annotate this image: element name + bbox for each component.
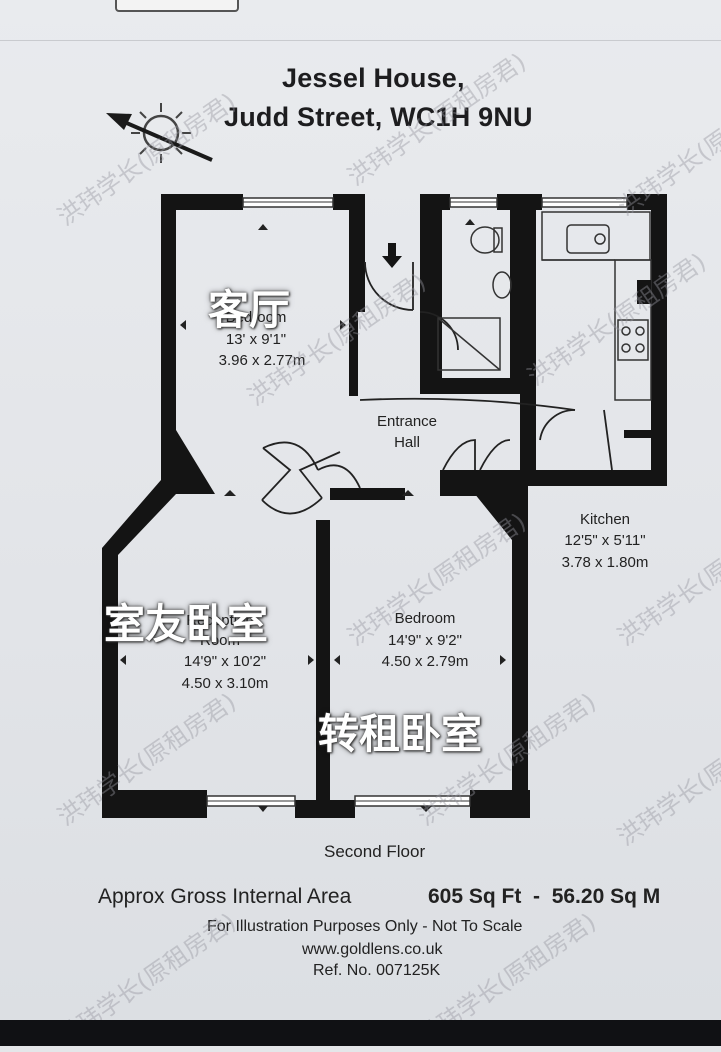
kitchen-boiler (637, 280, 651, 304)
header-line-1: Jessel House, (282, 63, 465, 93)
top-divider (0, 40, 721, 41)
hall-line1: Entrance (376, 413, 438, 430)
reception2-name: Reception (186, 612, 254, 629)
window-tab-outline (115, 0, 239, 12)
reception1-dim-m: 3.96 x 2.77m (218, 352, 306, 369)
bedroom-dim-ft: 14'9" x 9'2" (388, 632, 462, 649)
kitchen-name: Kitchen (579, 511, 631, 528)
bedroom-name: Bedroom (394, 610, 456, 627)
overlay-living-room: 客厅 (208, 286, 290, 334)
monitor-bezel (0, 1020, 721, 1046)
entrance-arrow-icon (382, 243, 402, 268)
area-label: Approx Gross Internal Area (98, 885, 352, 908)
reception1-name: Bedroom (225, 309, 287, 326)
reception1-dim-ft: 13' x 9'1" (225, 331, 287, 348)
hall-line2: Hall (394, 434, 420, 451)
website: www.goldlens.co.uk (302, 941, 443, 958)
kitchen-dim-m: 3.78 x 1.80m (561, 554, 649, 571)
floor-plan-drawing (102, 103, 667, 818)
floor-label: Second Floor (324, 842, 426, 861)
reception2-dim-m: 4.50 x 3.10m (181, 675, 269, 692)
reception2-name2: Room (199, 632, 240, 649)
bedroom-dim-m: 4.50 x 2.79m (381, 653, 469, 670)
area-value: 605 Sq Ft - 56.20 Sq M (428, 885, 661, 908)
compass-icon (106, 103, 213, 163)
kitchen-dim-ft: 12'5" x 5'11" (564, 532, 646, 549)
reception2-dim-ft: 14'9" x 10'2" (183, 653, 267, 670)
overlay-roommate-bedroom: 室友卧室 (104, 600, 268, 648)
reference-number: Ref. No. 007125K (313, 962, 441, 979)
kitchen-fixtures (541, 211, 652, 401)
walls (102, 194, 667, 818)
dimension-ticks (120, 219, 506, 812)
header-line-2: Judd Street, WC1H 9NU (224, 102, 533, 132)
bathroom-fixtures (437, 226, 512, 371)
overlay-sublet-bedroom: 转租卧室 (318, 710, 482, 758)
window-lines (207, 201, 627, 802)
disclaimer: For Illustration Purposes Only - Not To … (207, 918, 523, 935)
door-swings (261, 261, 613, 515)
